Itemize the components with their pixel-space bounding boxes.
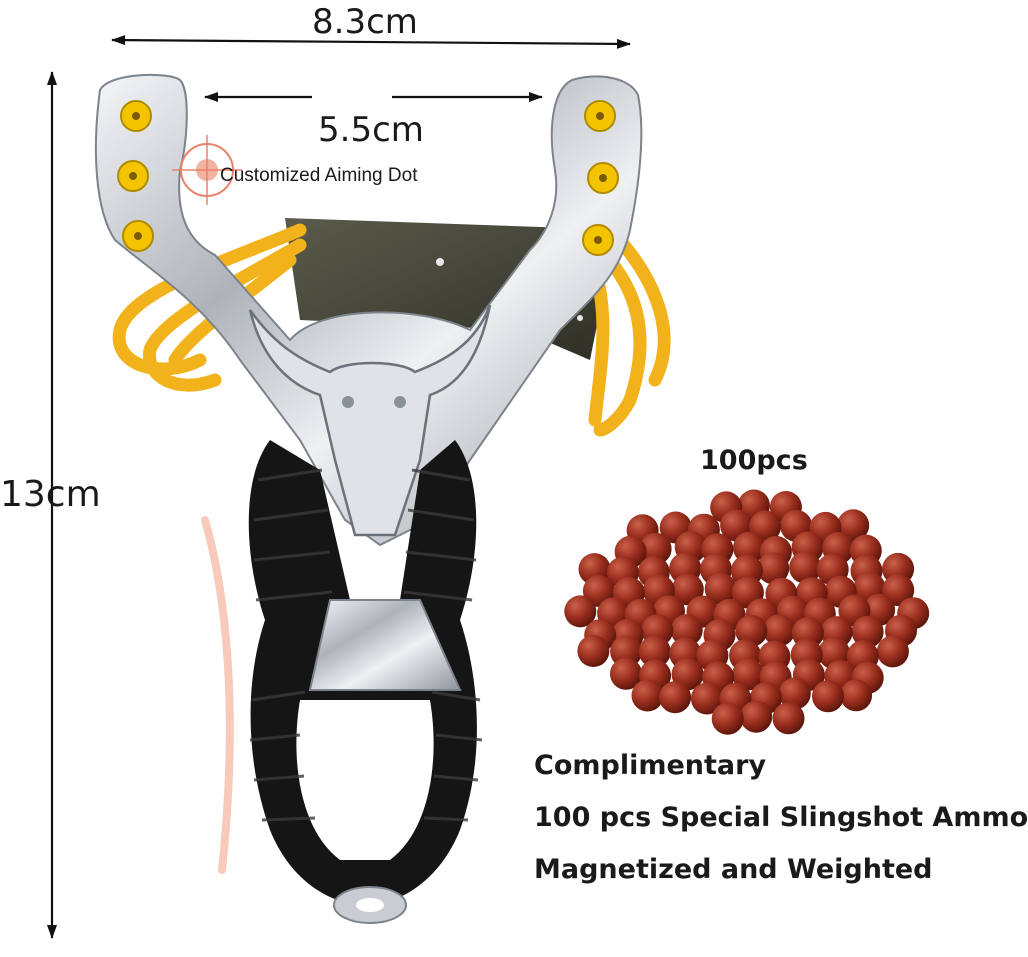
ammo-ball	[670, 614, 703, 647]
grip-wrap-texture	[249, 468, 483, 822]
ammo-ball	[610, 657, 642, 690]
ammo-ball	[840, 679, 873, 712]
ammo-ball	[704, 572, 737, 605]
ammo-ball	[732, 658, 765, 691]
band-pins	[117, 100, 619, 256]
ammo-ball	[638, 635, 671, 668]
ammo-caption-line3: Magnetized and Weighted	[534, 854, 933, 885]
dimension-width-label: 8.3cm	[312, 2, 418, 42]
ammo-ball	[837, 509, 870, 542]
ammo-ball	[610, 635, 643, 668]
ammo-ball	[733, 531, 765, 564]
motion-streak	[201, 516, 234, 874]
ammo-caption-line1: Complimentary	[534, 750, 767, 781]
ammo-pile	[564, 489, 930, 735]
aiming-dot-icon	[172, 135, 242, 205]
ammo-ball	[735, 614, 768, 647]
bull-head-ornament	[248, 304, 492, 537]
ammo-ball	[812, 680, 844, 713]
ammo-ball	[882, 574, 915, 607]
dimension-inner-width-label: 5.5cm	[318, 110, 424, 150]
ammo-count-label: 100pcs	[700, 445, 808, 476]
dimension-height-label: 13cm	[0, 474, 101, 515]
ammo-ball	[757, 552, 790, 585]
ammo-ball	[763, 614, 796, 647]
ammo-ball	[740, 700, 773, 733]
ammo-ball	[631, 679, 664, 712]
ammo-ball	[772, 702, 805, 735]
ammo-ball	[564, 595, 597, 628]
ammo-ball	[711, 702, 744, 735]
aiming-dot-label: Customized Aiming Dot	[220, 165, 418, 186]
ammo-ball	[639, 532, 672, 565]
ammo-ball	[789, 551, 822, 584]
width-arrow	[111, 35, 631, 49]
ammo-ball	[778, 677, 811, 710]
ammo-caption-line2: 100 pcs Special Slingshot Ammo	[534, 802, 1028, 833]
product-illustration	[47, 35, 930, 939]
ammo-ball	[577, 635, 610, 667]
ammo-ball	[876, 635, 909, 668]
ammo-ball	[851, 615, 884, 648]
ammo-ball	[690, 682, 723, 715]
ammo-ball	[659, 681, 692, 714]
